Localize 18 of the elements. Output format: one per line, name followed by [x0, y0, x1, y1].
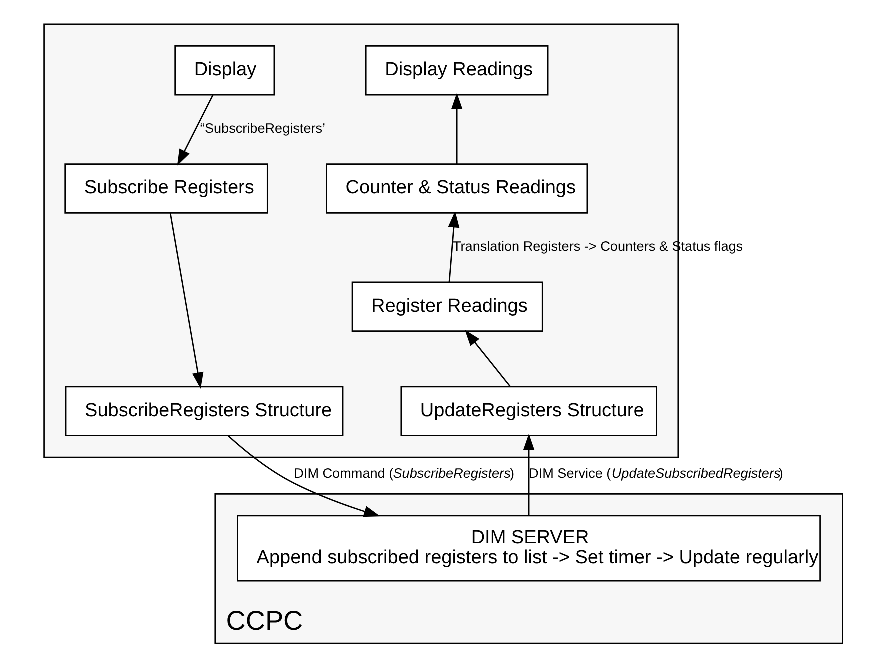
node-box: UpdateRegisters Structure [400, 386, 657, 437]
edge-label: “SubscribeRegisters’ [200, 121, 326, 136]
node-box: Register Readings [351, 282, 543, 332]
arrow [169, 213, 204, 389]
node-box: Display [174, 45, 275, 96]
arrow [464, 330, 511, 388]
arrow [450, 93, 462, 164]
node-box: Display Readings [364, 45, 548, 96]
edge-label: DIM Command (SubscribeRegisters) [294, 466, 514, 481]
edge-label: DIM Service (UpdateSubscribedRegisters) [528, 466, 783, 481]
node-box: Counter & Status Readings [326, 164, 588, 214]
node-box: DIM SERVER Append subscribed registers to list -> Set timer -> Update regularly [236, 515, 820, 582]
arrow [176, 94, 214, 166]
node-box: Subscribe Registers [64, 164, 268, 214]
node-box: SubscribeRegisters Structure [64, 386, 344, 437]
arrow [448, 211, 460, 282]
arrow [522, 434, 534, 516]
arrow [228, 436, 380, 518]
